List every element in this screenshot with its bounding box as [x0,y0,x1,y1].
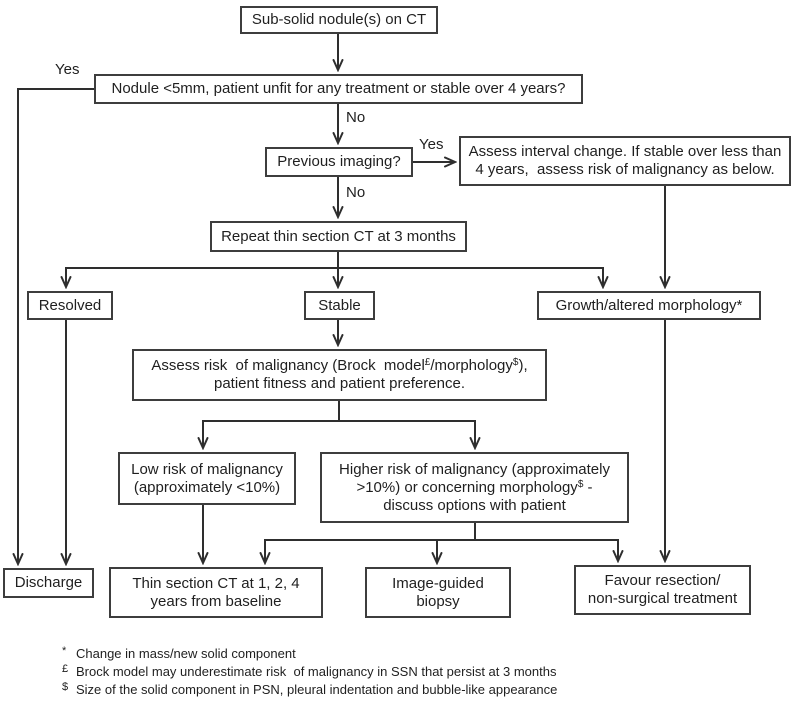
node-label-line2: patient fitness and patient preference. [213,375,465,392]
node-label: Previous imaging? [277,153,401,170]
node-label-line1: Thin section CT at 1, 2, 4 [132,574,300,592]
node-label: Growth/altered morphology* [555,296,743,314]
node-favour-resection: Favour resection/ non-surgical treatment [574,565,751,615]
node-label: Sub-solid nodule(s) on CT [251,11,427,28]
edge-label-yes-discharge: Yes [55,61,80,78]
edge-label-no-previous-imaging: No [346,184,366,201]
node-label-line2: 4 years, assess risk of malignancy as be… [475,161,775,178]
node-low-risk: Low risk of malignancy (approximately <1… [118,452,296,505]
footnote-symbol-pound: £ [62,663,69,675]
node-label-line2: years from baseline [150,592,282,610]
footnote-symbol-asterisk: * [62,645,67,657]
node-label-line1: Image-guided [392,574,484,592]
node-label-line1: Low risk of malignancy [131,460,283,478]
node-thin-section-ct-follow-up: Thin section CT at 1, 2, 4 years from ba… [109,567,323,618]
node-label: Repeat thin section CT at 3 months [221,227,456,245]
brock-model-footnote-mark: £ [424,357,431,368]
footnote-change-in-mass: * Change in mass/new solid component [62,645,557,661]
node-label-line2: >10%) or concerning morphology$ - [356,479,592,497]
node-previous-imaging-question: Previous imaging? [265,147,413,177]
node-assess-interval-change: Assess interval change. If stable over l… [459,136,791,186]
node-label: Discharge [14,574,83,591]
node-label-line1: Favour resection/ [604,572,721,589]
assess-risk-text-3: ), [518,357,528,374]
footnote-brock-model: £ Brock model may underestimate risk of … [62,663,557,679]
footnote-text: Brock model may underestimate risk of ma… [76,664,557,679]
node-label: Stable [318,296,361,314]
footnotes: * Change in mass/new solid component £ B… [62,645,558,700]
node-label-line2: (approximately <10%) [133,478,281,496]
node-higher-risk: Higher risk of malignancy (approximately… [320,452,629,523]
node-stable: Stable [304,291,375,320]
node-label-line2: non-surgical treatment [587,590,738,607]
morphology-footnote-mark: $ [577,478,584,490]
node-assess-risk-of-malignancy: Assess risk of malignancy (Brock model£/… [132,349,547,401]
footnote-symbol-dollar: $ [62,681,69,693]
node-growth-altered-morphology: Growth/altered morphology* [537,291,761,320]
morphology-footnote-mark: $ [512,357,519,368]
assess-risk-text-1: Assess risk of malignancy (Brock model [151,357,425,374]
assess-risk-text-2: /morphology [430,357,513,374]
node-label: Resolved [38,296,102,314]
node-label-line3: discuss options with patient [383,496,566,514]
node-image-guided-biopsy: Image-guided biopsy [365,567,511,618]
node-nodule-under-5mm-question: Nodule <5mm, patient unfit for any treat… [94,74,583,104]
node-label-line1: Higher risk of malignancy (approximately [339,460,610,478]
node-label-line2: biopsy [416,592,460,610]
higher-risk-text-2: - [583,478,593,496]
node-repeat-thin-section-ct: Repeat thin section CT at 3 months [210,221,467,252]
edge-label-yes-previous-imaging: Yes [419,136,444,153]
higher-risk-text-1: >10%) or concerning morphology [356,478,578,496]
footnote-solid-component: $ Size of the solid component in PSN, pl… [62,681,558,697]
node-label-line1: Assess interval change. If stable over l… [468,143,782,160]
edge-label-no-nodule-question: No [346,109,366,126]
footnote-text: Size of the solid component in PSN, pleu… [76,682,558,697]
node-label: Nodule <5mm, patient unfit for any treat… [111,80,566,97]
node-resolved: Resolved [27,291,113,320]
node-label-line1: Assess risk of malignancy (Brock model£/… [151,357,527,375]
footnote-text: Change in mass/new solid component [76,646,296,661]
node-sub-solid-nodule: Sub-solid nodule(s) on CT [240,6,438,34]
node-discharge: Discharge [3,568,94,598]
